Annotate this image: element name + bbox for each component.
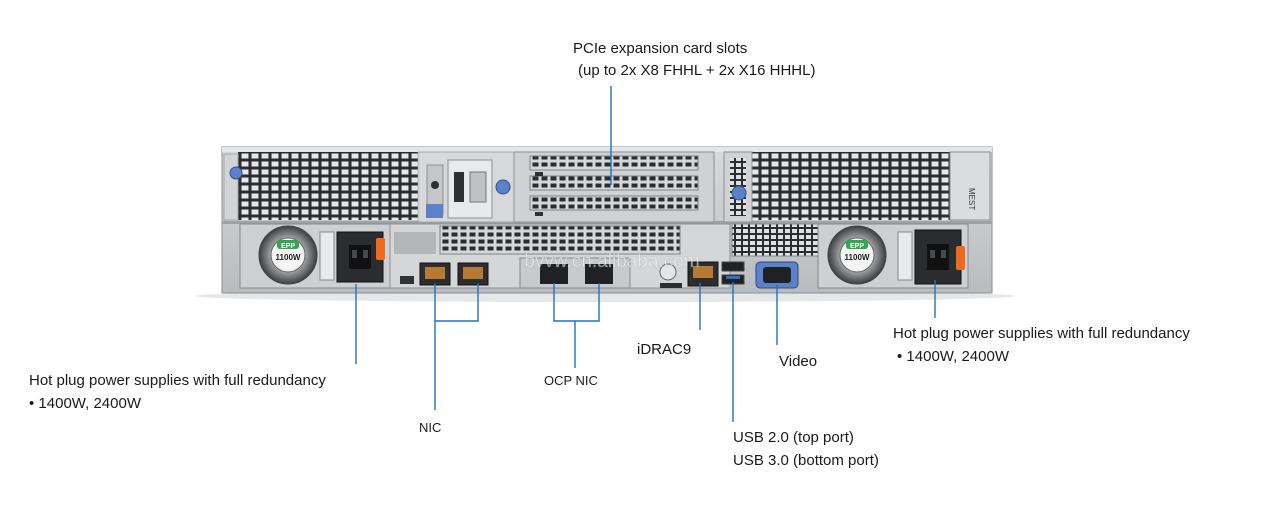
nic-ports — [400, 262, 489, 286]
right-thumbscrew[interactable] — [731, 185, 747, 201]
id-button[interactable] — [659, 263, 677, 281]
right-vent-grille — [752, 152, 950, 220]
left-psu-wattage: 1100W — [276, 253, 301, 262]
left-psu-label-title: Hot plug power supplies with full redund… — [29, 372, 326, 389]
pcie-expansion-slots — [513, 151, 715, 223]
callout-lines — [355, 86, 936, 422]
low-profile-slots — [439, 225, 681, 255]
video-label: Video — [779, 353, 818, 370]
usb-bottom-label: USB 3.0 (bottom port) — [733, 452, 879, 469]
video-port[interactable] — [755, 261, 799, 289]
ocp-nic-label: OCP NIC — [544, 373, 598, 388]
ocp-nic — [519, 257, 631, 289]
pcie-thumbscrew[interactable] — [495, 179, 511, 195]
left-thumbscrew[interactable] — [229, 166, 243, 180]
pcie-label-detail: (up to 2x X8 FHHL + 2x X16 HHHL) — [578, 62, 816, 79]
left-vent-grille — [238, 152, 418, 220]
nic-bracket-line — [434, 283, 479, 322]
blue-latch[interactable] — [426, 204, 443, 218]
pcie-label-title: PCIe expansion card slots — [573, 40, 748, 57]
right-psu-label-detail: • 1400W, 2400W — [897, 348, 1009, 365]
watermark: bvvw.cn.alibaba.com — [524, 251, 699, 272]
usb-top-label: USB 2.0 (top port) — [733, 429, 854, 446]
right-psu-release-latch[interactable] — [956, 246, 965, 270]
idrac-label: iDRAC9 — [637, 341, 692, 358]
usb-2-port[interactable] — [721, 261, 745, 272]
side-tag: MEST — [967, 188, 976, 210]
lower-right-vent — [731, 223, 819, 257]
right-psu-badge: EPP — [850, 243, 864, 250]
left-psu-label-detail: • 1400W, 2400W — [29, 395, 141, 412]
ocp-port-1[interactable] — [540, 264, 568, 284]
left-psu-release-latch[interactable] — [376, 238, 385, 260]
nic-label: NIC — [419, 420, 442, 435]
right-power-supply: EPP 1100W — [817, 223, 969, 289]
ocp-bracket-line — [553, 283, 600, 322]
right-psu-wattage: 1100W — [845, 253, 870, 262]
right-psu-label-title: Hot plug power supplies with full redund… — [893, 325, 1190, 342]
left-psu-badge: EPP — [281, 243, 295, 250]
ocp-port-2[interactable] — [585, 264, 613, 284]
left-power-supply: EPP 1100W — [239, 223, 391, 289]
